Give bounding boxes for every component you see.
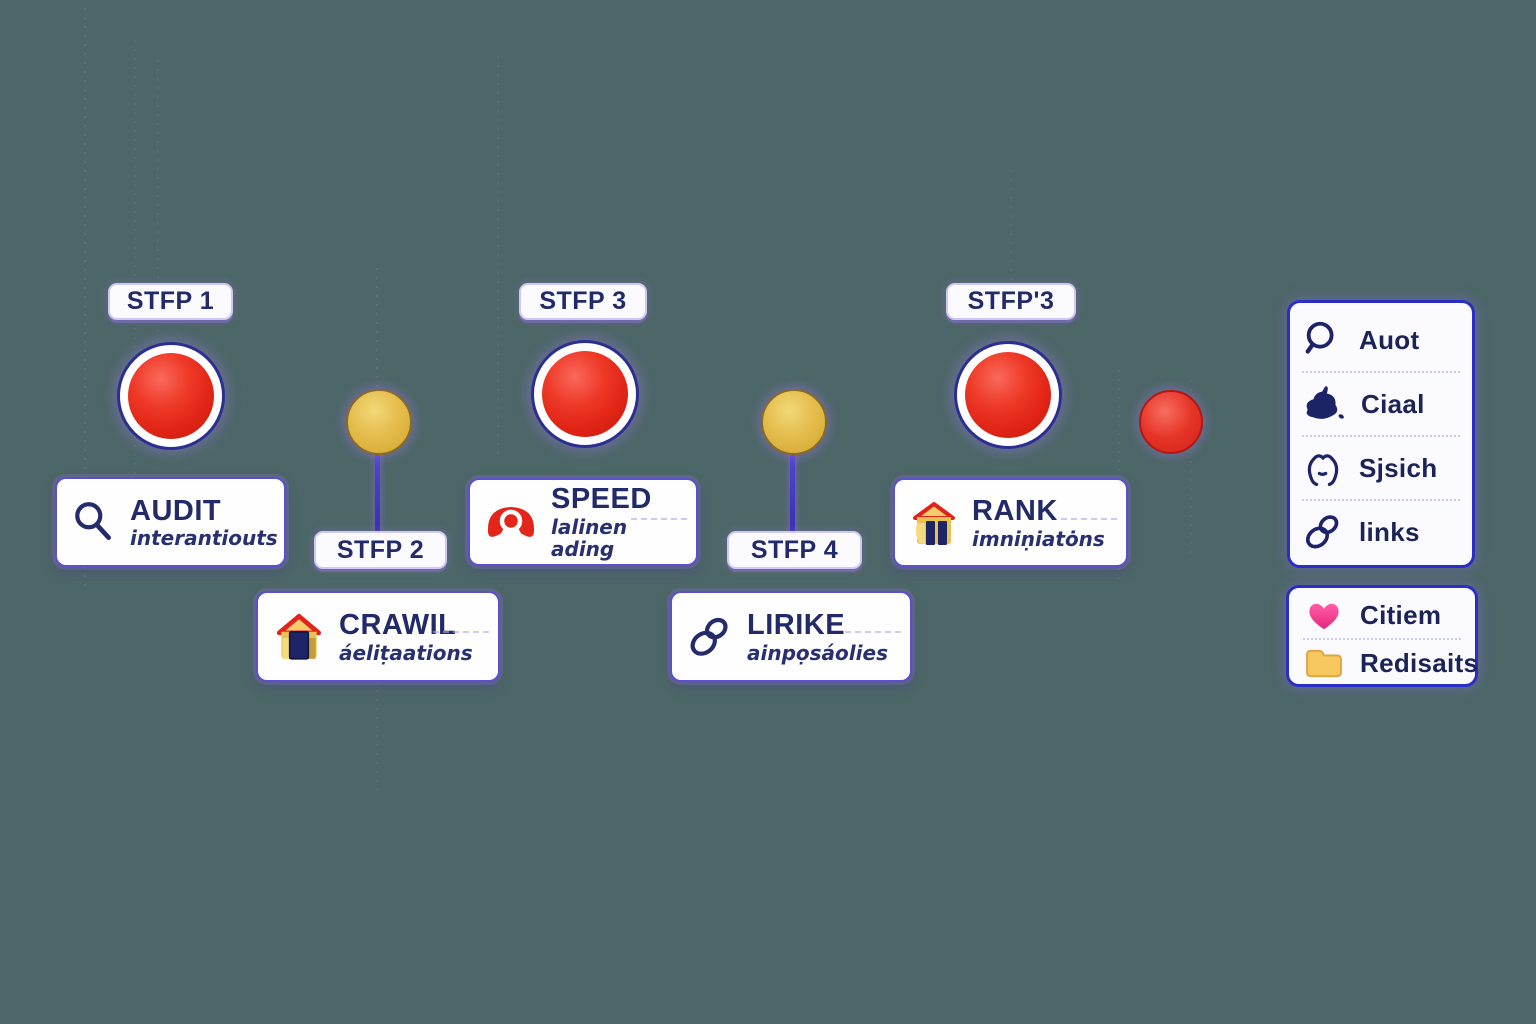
legend-item-citiem: Citiem xyxy=(1303,592,1461,638)
folder-icon xyxy=(1303,647,1345,679)
legend-item-ciaal: Ciaal xyxy=(1302,371,1460,435)
speckle-line xyxy=(1010,170,1012,290)
step-badge-4: STFP 4 xyxy=(727,531,862,569)
card-subtitle: interantiouts xyxy=(130,526,278,551)
house-icon xyxy=(272,611,326,663)
step-marker-2 xyxy=(346,389,412,455)
card-subtitle: áeliṭaations xyxy=(339,640,473,665)
legend-panel-secondary: Citiem Redisaits xyxy=(1286,585,1478,687)
step-marker-3-core xyxy=(542,351,628,437)
speckle-line xyxy=(1190,380,1192,560)
speckle-line xyxy=(376,268,378,390)
speckle-line xyxy=(497,56,499,456)
dash-artifact xyxy=(433,631,489,633)
card-title: LIRIKE xyxy=(747,609,846,642)
connector-line xyxy=(375,451,380,533)
step-card-speed: SPEED lalinen ading xyxy=(468,478,698,566)
chain-link-icon xyxy=(686,613,734,661)
gauge-icon xyxy=(484,498,538,546)
card-title: AUDIT xyxy=(130,494,222,527)
dash-artifact xyxy=(1061,518,1117,520)
magnifier-icon xyxy=(71,499,117,545)
step-marker-5 xyxy=(954,341,1062,449)
legend-item-sjsich: Sjsich xyxy=(1302,435,1460,499)
step-card-rank: RANK imniṇiatȯns xyxy=(893,478,1128,567)
speckle-line xyxy=(84,8,86,588)
legend-item-auot: Auot xyxy=(1302,309,1460,371)
step-card-audit: AUDIT interantiouts xyxy=(55,477,286,567)
step-card-lirike: LIRIKE ainpọsáolies xyxy=(670,591,912,682)
step-marker-1 xyxy=(117,342,225,450)
step-card-crawil: CRAWIL áeliṭaations xyxy=(256,591,500,682)
legend-panel-primary: Auot Ciaal Sjsich xyxy=(1287,300,1475,568)
legend-label: Auot xyxy=(1359,324,1420,355)
legend-label: Citiem xyxy=(1360,599,1442,630)
card-title: CRAWIL xyxy=(339,609,457,642)
step-marker-4 xyxy=(761,389,827,455)
card-title: SPEED xyxy=(551,483,652,516)
speckle-line xyxy=(157,60,159,360)
legend-label: Sjsich xyxy=(1359,452,1438,483)
speckle-line xyxy=(1118,370,1120,580)
step-marker-1-core xyxy=(128,353,214,439)
dash-artifact xyxy=(631,518,687,520)
bird-blob-icon xyxy=(1302,384,1346,424)
step-badge-1: STFP 1 xyxy=(108,283,233,320)
step-marker-3 xyxy=(531,340,639,448)
chain-link-icon xyxy=(1302,511,1344,553)
legend-label: Ciaal xyxy=(1361,388,1425,419)
card-subtitle: lalinen ading xyxy=(551,514,628,562)
step-badge-5: STFP'3 xyxy=(946,283,1076,320)
step-badge-3: STFP 3 xyxy=(519,283,647,320)
legend-item-redisaits: Redisaits xyxy=(1303,638,1478,686)
connector-line xyxy=(790,451,795,533)
card-subtitle: ainpọsáolies xyxy=(747,640,888,665)
heart-icon xyxy=(1303,599,1345,631)
card-subtitle: imniṇiatȯns xyxy=(972,526,1105,551)
search-icon xyxy=(1302,319,1344,361)
step-badge-2: STFP 2 xyxy=(314,531,447,569)
extra-red-marker xyxy=(1139,390,1203,454)
speckle-line xyxy=(376,600,378,790)
dash-artifact xyxy=(845,631,901,633)
face-outline-icon xyxy=(1302,447,1344,489)
legend-label: links xyxy=(1359,516,1420,547)
legend-label: Redisaits xyxy=(1360,647,1479,678)
house-pillars-icon xyxy=(909,499,959,547)
step-marker-5-core xyxy=(965,352,1051,438)
legend-item-links: links xyxy=(1302,499,1460,563)
card-title: RANK xyxy=(972,495,1058,528)
